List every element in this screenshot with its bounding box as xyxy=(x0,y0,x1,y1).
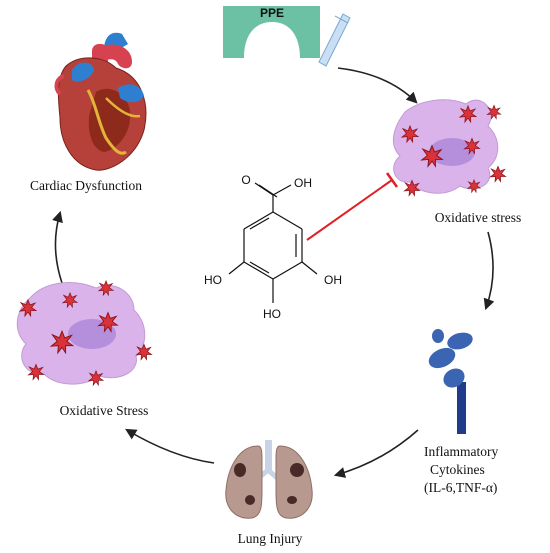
ppe-icon: PPE xyxy=(223,6,320,58)
cytokines-label-line3: (IL-6,TNF-α) xyxy=(424,480,497,495)
cytokine-receptor-icon xyxy=(428,329,473,434)
molecule-ho-bottom-label: HO xyxy=(263,307,281,321)
arrow-stress-to-cardiac xyxy=(52,210,63,284)
arrow-lung-to-stress xyxy=(125,428,215,464)
stressed-cell-left-icon xyxy=(16,280,152,386)
molecule-oh-top-label: OH xyxy=(294,176,312,190)
lung-icon xyxy=(225,440,313,519)
arrow-stress-to-cytokines xyxy=(483,231,495,311)
arrow-ppe-to-stress xyxy=(337,67,418,104)
molecule-ho-left-label: HO xyxy=(204,273,222,287)
ppe-label: PPE xyxy=(260,6,284,20)
tube-icon xyxy=(318,13,351,67)
cytokines-label-line1: Inflammatory xyxy=(424,444,498,459)
molecule-oh-right-label: OH xyxy=(324,273,342,287)
stressed-cell-right-icon xyxy=(392,99,506,196)
arrow-cytokines-to-lung xyxy=(333,429,419,478)
cardiac-dysfunction-label: Cardiac Dysfunction xyxy=(30,178,142,193)
oxidative-stress-right-label: Oxidative stress xyxy=(435,210,522,225)
cytokines-label-line2: Cytokines xyxy=(430,462,485,477)
gallic-acid-structure xyxy=(228,182,318,303)
heart-icon xyxy=(54,32,147,171)
molecule-o-label: O xyxy=(241,173,250,187)
oxidative-stress-left-label: Oxidative Stress xyxy=(60,403,149,418)
lung-injury-label: Lung Injury xyxy=(238,531,303,546)
inhibition-arrow xyxy=(306,172,399,241)
